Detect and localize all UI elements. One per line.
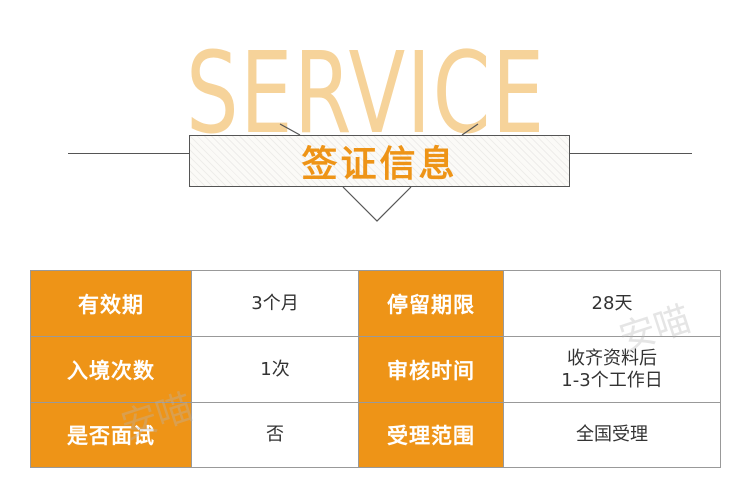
page-title: 签证信息 <box>301 144 458 185</box>
value-processing-time: 收齐资料后 1-3个工作日 <box>503 336 721 403</box>
value-stay-duration-text: 28天 <box>591 292 633 314</box>
label-entries: 入境次数 <box>30 336 192 403</box>
label-validity: 有效期 <box>30 270 192 337</box>
title-chevron-decoration <box>279 123 479 222</box>
label-interview: 是否面试 <box>30 402 192 468</box>
processing-time-line-1: 收齐资料后 <box>567 347 657 369</box>
value-acceptance-scope: 全国受理 <box>503 402 721 468</box>
value-interview: 否 <box>191 402 359 468</box>
table-row: 有效期 3个月 停留期限 28天 <box>30 270 721 337</box>
processing-time-line-2: 1-3个工作日 <box>561 369 663 391</box>
visa-info-table: 有效期 3个月 停留期限 28天 入境次数 1次 审核时间 收齐资料后 1-3个… <box>30 270 721 468</box>
table-row: 入境次数 1次 审核时间 收齐资料后 1-3个工作日 <box>30 336 721 403</box>
value-validity: 3个月 <box>191 270 359 337</box>
left-divider-line <box>68 153 190 154</box>
right-divider-line <box>570 153 692 154</box>
label-acceptance-scope: 受理范围 <box>358 402 504 468</box>
label-processing-time: 审核时间 <box>358 336 504 403</box>
table-row: 是否面试 否 受理范围 全国受理 <box>30 402 721 468</box>
title-banner: 签证信息 <box>189 135 570 187</box>
value-acceptance-scope-text: 全国受理 <box>576 424 648 445</box>
label-stay-duration: 停留期限 <box>358 270 504 337</box>
value-entries: 1次 <box>191 336 359 403</box>
value-stay-duration: 28天 <box>503 270 721 337</box>
